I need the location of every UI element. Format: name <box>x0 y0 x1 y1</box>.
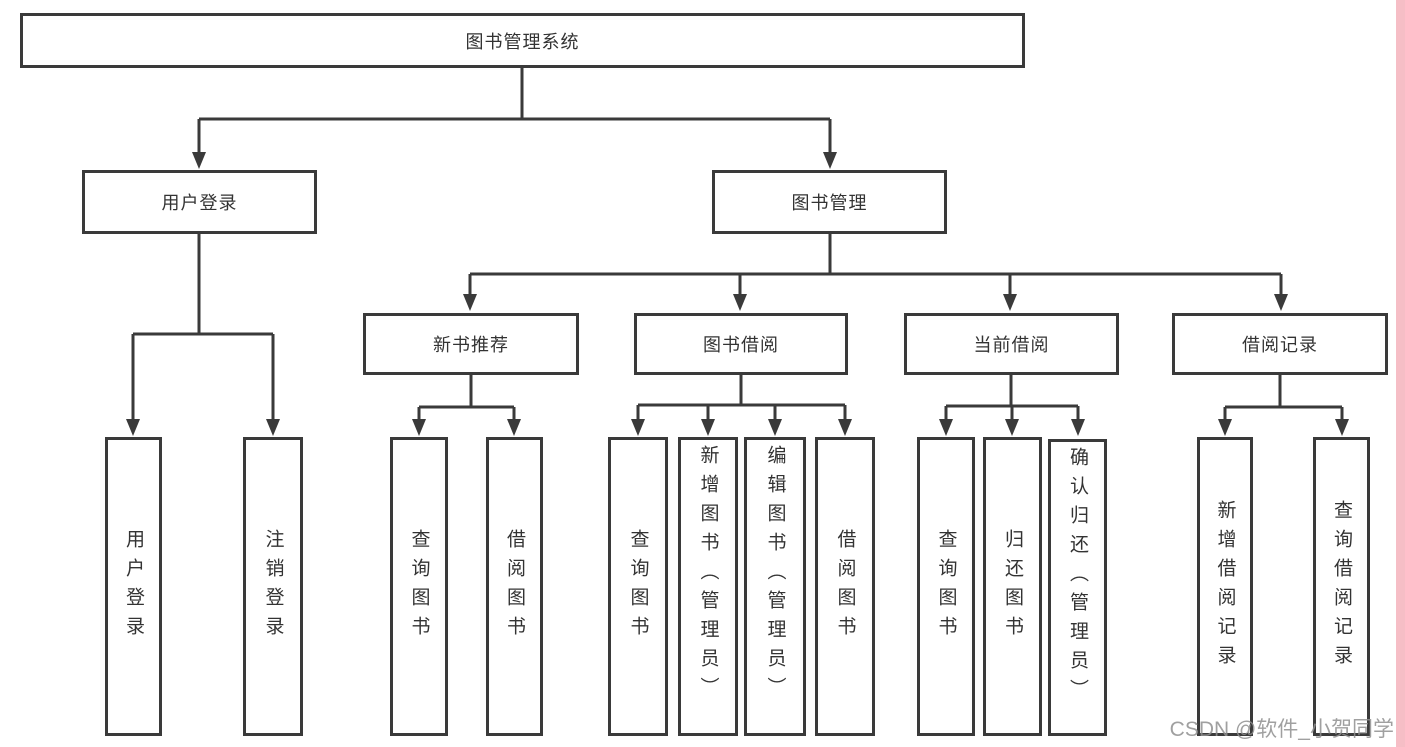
leaf-user-login: 用户登录 <box>105 437 162 736</box>
node-current-borrow-label: 当前借阅 <box>973 335 1050 355</box>
leaf-user-login-label: 用户登录 <box>123 528 144 645</box>
leaf-borrow-book-1-label: 借阅图书 <box>504 528 525 645</box>
leaf-query-borrow-record: 查询借阅记录 <box>1313 437 1370 736</box>
leaf-logout-label: 注销登录 <box>262 528 284 645</box>
leaf-borrow-book-2: 借阅图书 <box>815 437 875 736</box>
leaf-add-borrow-record: 新增借阅记录 <box>1197 437 1253 736</box>
leaf-edit-book-admin-label: 编辑图书（管理员） <box>764 445 786 706</box>
leaf-query-book-3: 查询图书 <box>917 437 975 736</box>
leaf-add-book-admin-label: 新增图书（管理员） <box>697 445 719 706</box>
leaf-query-book-2: 查询图书 <box>608 437 668 736</box>
leaf-query-borrow-record-label: 查询借阅记录 <box>1331 499 1352 674</box>
leaf-query-book-1: 查询图书 <box>390 437 448 736</box>
leaf-logout: 注销登录 <box>243 437 303 736</box>
node-book-borrow-label: 图书借阅 <box>703 335 779 355</box>
leaf-return-book-label: 归还图书 <box>1002 528 1023 645</box>
leaf-query-book-3-label: 查询图书 <box>935 528 957 645</box>
node-current-borrow: 当前借阅 <box>904 313 1119 375</box>
node-borrow-records-label: 借阅记录 <box>1242 335 1318 355</box>
node-root-label: 图书管理系统 <box>465 31 580 52</box>
leaf-query-book-2-label: 查询图书 <box>627 528 649 645</box>
node-new-book-recommend: 新书推荐 <box>363 313 579 375</box>
leaf-add-borrow-record-label: 新增借阅记录 <box>1214 499 1236 674</box>
leaf-confirm-return-admin-label: 确认归还（管理员） <box>1067 447 1088 708</box>
node-book-management-label: 图书管理 <box>791 193 868 213</box>
node-new-book-recommend-label: 新书推荐 <box>433 335 509 355</box>
leaf-add-book-admin: 新增图书（管理员） <box>678 437 738 736</box>
node-borrow-records: 借阅记录 <box>1172 313 1388 375</box>
node-book-borrow: 图书借阅 <box>634 313 848 375</box>
csdn-watermark: CSDN @软件_小贺同学 <box>1169 718 1394 741</box>
leaf-borrow-book-2-label: 借阅图书 <box>834 528 856 645</box>
node-user-login-label: 用户登录 <box>161 193 238 213</box>
leaf-confirm-return-admin: 确认归还（管理员） <box>1048 439 1107 736</box>
leaf-return-book: 归还图书 <box>983 437 1042 736</box>
right-edge-strip <box>1396 0 1405 747</box>
node-book-management: 图书管理 <box>712 170 947 234</box>
node-root: 图书管理系统 <box>20 13 1025 68</box>
node-user-login: 用户登录 <box>82 170 317 234</box>
leaf-query-book-1-label: 查询图书 <box>408 528 430 645</box>
leaf-borrow-book-1: 借阅图书 <box>486 437 543 736</box>
leaf-edit-book-admin: 编辑图书（管理员） <box>744 437 806 736</box>
